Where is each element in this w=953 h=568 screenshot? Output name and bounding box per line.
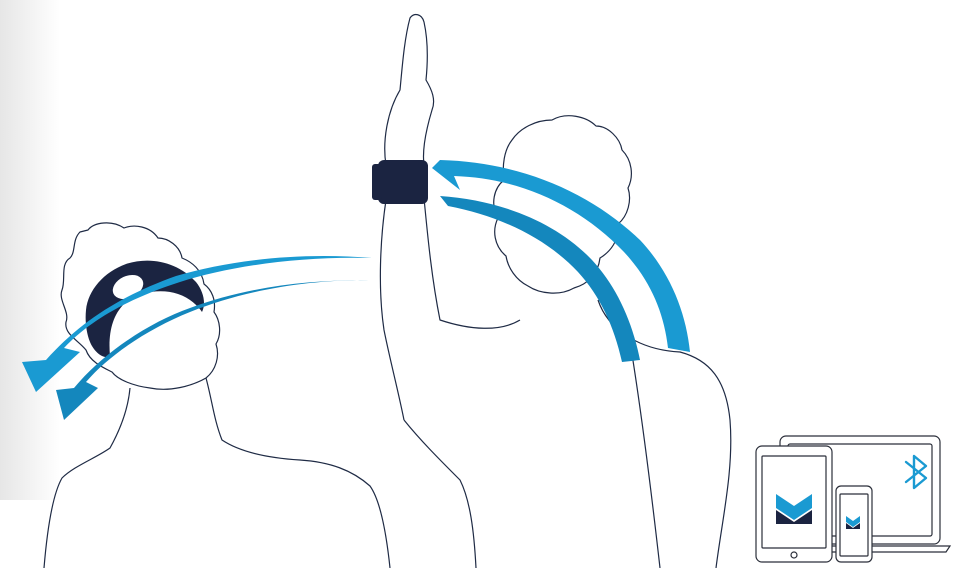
person-left-outline-icon [44,223,390,568]
wristband-device-icon [372,160,428,204]
devices-group [756,436,950,562]
tablet-icon [756,446,832,562]
person-right-outline-icon [380,15,730,568]
sync-arrow-icon [432,160,690,362]
sync-arrow-icon [22,256,372,420]
